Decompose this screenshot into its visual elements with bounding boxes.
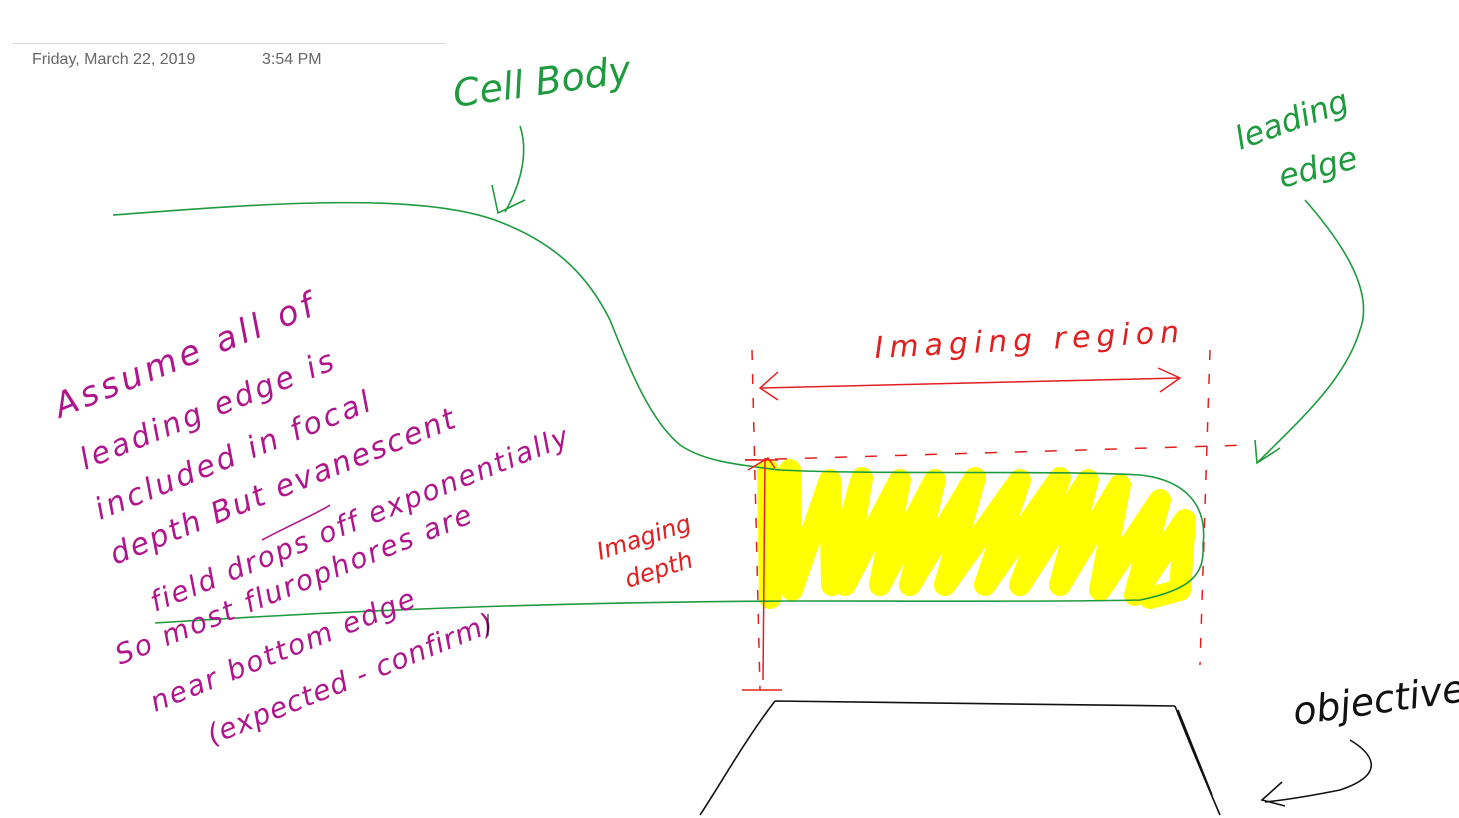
- imaging-region-arrow: [758, 367, 1182, 401]
- page-time: 3:54 PM: [262, 51, 322, 68]
- fluorophore-highlight: [757, 459, 1196, 609]
- leading-edge-label-2: edge: [1274, 138, 1361, 195]
- cell-outline: [112, 201, 1205, 624]
- imaging-region-right-boundary: [1199, 349, 1211, 666]
- objective-outline: [699, 700, 1221, 816]
- cell-body-annotation: Cell Body: [450, 47, 634, 215]
- objective-drawing: objective: [699, 666, 1459, 816]
- note-underline-but: [261, 504, 331, 541]
- objective-label: objective: [1290, 666, 1459, 734]
- handwritten-note: Assume all of leading edge is included i…: [47, 284, 576, 752]
- objective-arrow: [1260, 739, 1373, 807]
- imaging-depth-bar: [742, 456, 782, 691]
- page-header-rule: [12, 43, 446, 44]
- imaging-region-top-boundary: [744, 444, 1251, 461]
- cell-body-arrow: [491, 125, 526, 215]
- page-date: Friday, March 22, 2019: [32, 51, 196, 68]
- imaging-region-left-boundary: [751, 349, 761, 691]
- cell-body-label: Cell Body: [450, 47, 634, 116]
- leading-edge-arrow: [1254, 199, 1365, 465]
- imaging-region-label: Imaging region: [874, 315, 1186, 366]
- leading-edge-annotation: leading edge: [1230, 81, 1365, 465]
